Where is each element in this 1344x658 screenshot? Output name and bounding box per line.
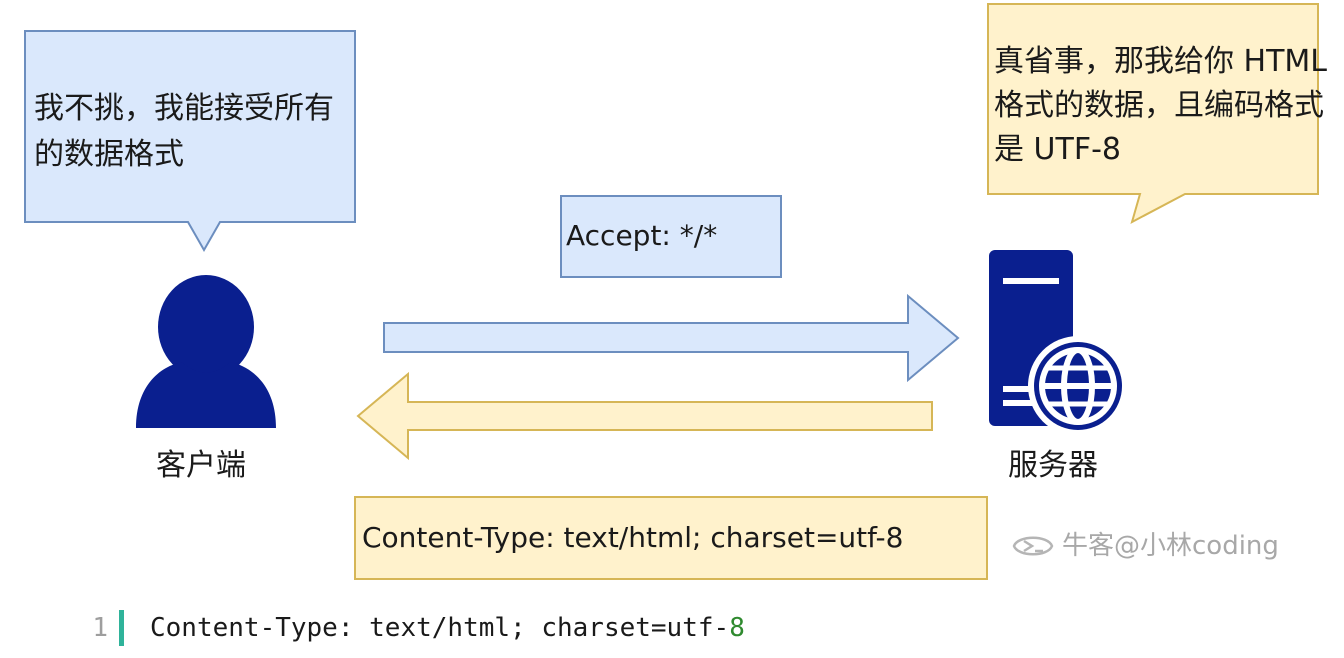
code-line-marker [119, 610, 124, 646]
code-text: Content-Type: text/html; charset=utf- [150, 613, 730, 643]
code-line: Content-Type: text/html; charset=utf-8 [150, 606, 745, 650]
request-arrow [383, 293, 960, 383]
watermark-text: 牛客@小林coding [1062, 531, 1279, 561]
code-line-number: 1 [92, 613, 108, 643]
request-header-text: Accept: */* [566, 219, 718, 252]
server-bubble-text: 真省事，那我给你 HTML 格式的数据，且编码格式是 UTF-8 [994, 44, 1328, 167]
code-block: 1 Content-Type: text/html; charset=utf-8 [0, 606, 1344, 650]
server-globe-icon [989, 250, 1128, 436]
server-speech-bubble [987, 3, 1319, 224]
user-icon [136, 275, 276, 428]
response-arrow [356, 371, 933, 461]
response-header-text: Content-Type: text/html; charset=utf-8 [362, 521, 904, 554]
client-bubble-text: 我不挑，我能接受所有的数据格式 [34, 91, 334, 172]
code-number-token: 8 [729, 613, 745, 643]
server-label: 服务器 [1008, 448, 1098, 483]
client-label: 客户端 [156, 448, 246, 483]
nowcoder-logo-icon [1012, 536, 1054, 556]
request-header-box [560, 195, 782, 278]
client-speech-bubble [24, 30, 356, 253]
diagram-canvas [24, 3, 1319, 580]
watermark: 牛客@小林coding [1010, 528, 1279, 564]
response-header-box [354, 496, 988, 580]
